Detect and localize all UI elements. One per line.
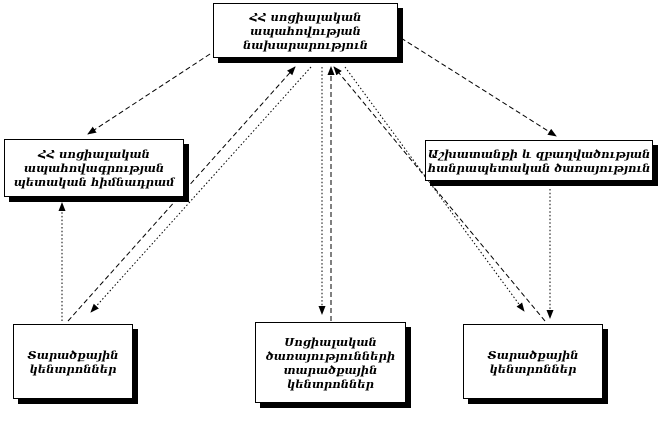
box-fund-label-line: ապահովագրության (23, 161, 165, 175)
box-fund-label-line: ՀՀ սոցիալական (38, 147, 150, 161)
box-territorial-right-label-line: Տարածքային (487, 347, 579, 362)
arrow-ministry-to-territorial-right (344, 66, 525, 312)
arrow-ministry-to-fund (87, 53, 211, 135)
box-social-centers-label-line: կենտրոններ (287, 376, 374, 391)
arrow-territorial-right-to-ministry (333, 66, 546, 322)
box-fund-label-line: պետական հիմնադրամ (13, 175, 175, 189)
box-social-centers-label-line: Սոցիալական (284, 334, 377, 349)
arrow-ministry-to-employment-service (400, 37, 557, 137)
box-ministry-label-line: նախարարություն (243, 37, 368, 52)
box-employment-label-line: Աշխատանքի և զբաղվածության (427, 146, 651, 161)
box-social-centers-label-line: ծառայությունների (265, 348, 396, 363)
box-territorial-centers-left: Տարածքային կենտրոններ (13, 324, 133, 399)
box-social-services-territorial-centers: Սոցիալական ծառայությունների տարածքային կ… (255, 322, 406, 403)
box-employment-service: Աշխատանքի և զբաղվածության հանրապետական ծ… (425, 140, 653, 181)
box-ministry-label-line: ՀՀ սոցիալական (249, 9, 362, 24)
box-territorial-left-label-line: Տարածքային (27, 347, 119, 362)
box-territorial-left-label-line: կենտրոններ (29, 361, 117, 376)
box-ministry-label-line: ապահովության (250, 23, 361, 38)
box-social-centers-label-line: տարածքային (283, 362, 378, 377)
box-ministry: ՀՀ սոցիալական ապահովության նախարարությու… (213, 3, 398, 58)
arrow-ministry-to-territorial-left (90, 66, 312, 313)
box-social-insurance-fund: ՀՀ սոցիալական ապահովագրության պետական հի… (4, 139, 184, 197)
box-territorial-right-label-line: կենտրոններ (489, 361, 577, 376)
box-employment-label-line: հանրապետական ծառայություն (427, 160, 651, 175)
box-territorial-centers-right: Տարածքային կենտրոններ (463, 324, 603, 399)
